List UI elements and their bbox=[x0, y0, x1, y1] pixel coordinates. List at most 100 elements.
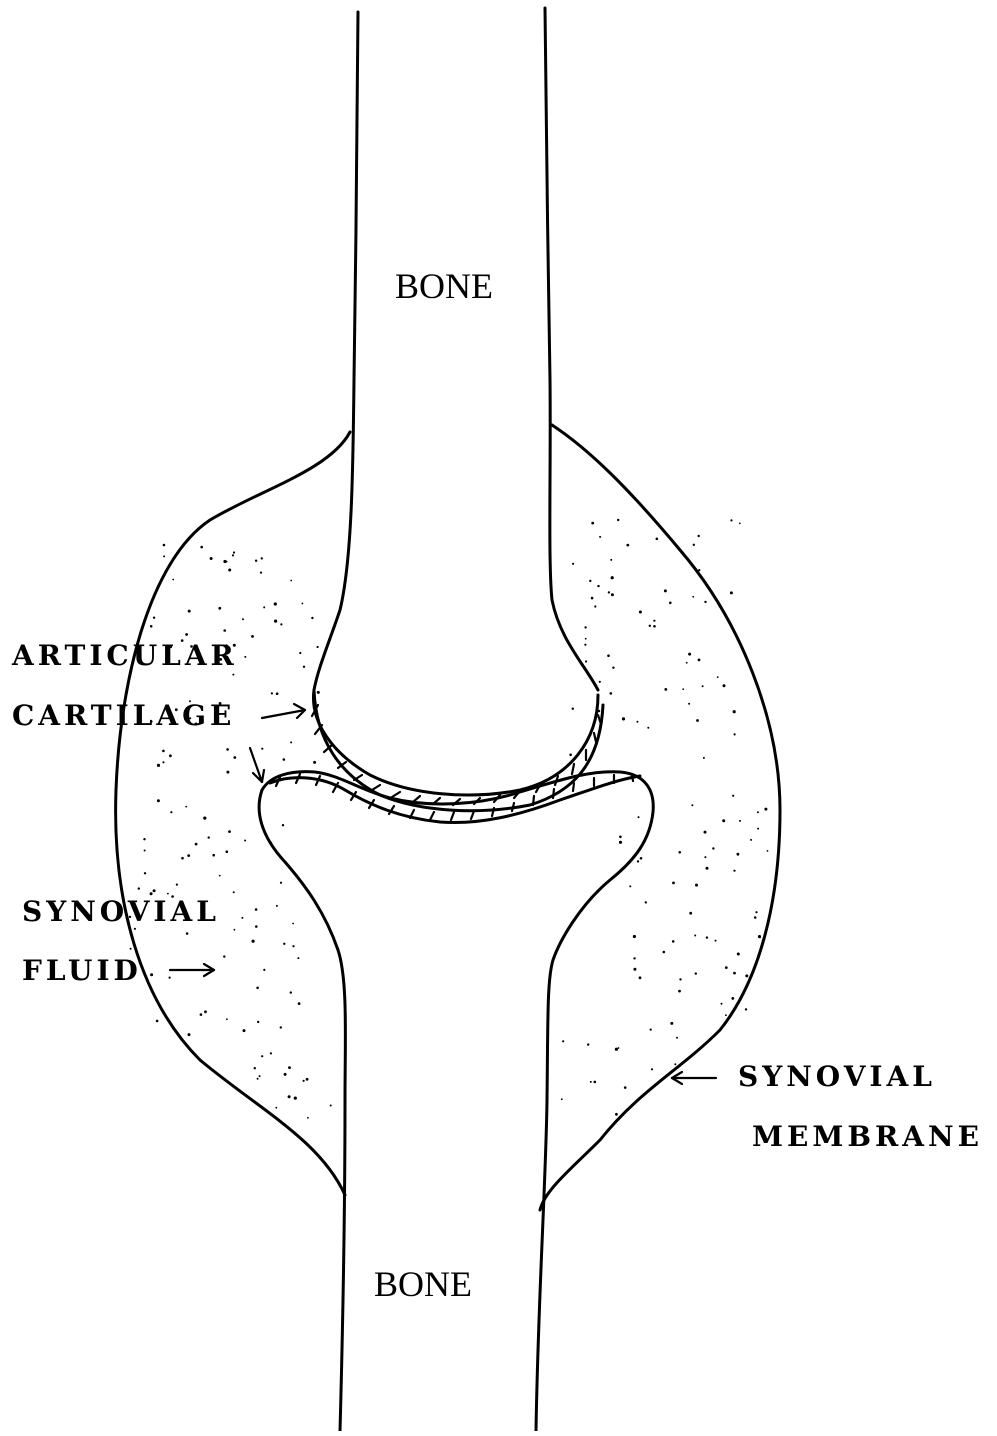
stipple-dot bbox=[610, 692, 613, 695]
stipple-dot bbox=[733, 870, 735, 872]
stipple-dot bbox=[639, 976, 642, 979]
stipple-dot bbox=[303, 1080, 305, 1082]
stipple-dot bbox=[282, 824, 284, 826]
stipple-dot bbox=[572, 563, 574, 565]
fluid-label-line1: SYNOVIAL bbox=[22, 898, 220, 926]
stipple-dot bbox=[587, 1043, 589, 1045]
stipple-dot bbox=[226, 748, 229, 751]
stipple-dot bbox=[200, 546, 203, 549]
stipple-dot bbox=[669, 602, 672, 605]
stipple-dot bbox=[722, 819, 725, 822]
stipple-dot bbox=[650, 1029, 652, 1031]
stipple-dot bbox=[758, 935, 761, 938]
stipple-dot bbox=[163, 544, 166, 547]
stipple-dot bbox=[255, 925, 258, 928]
stipple-dot bbox=[702, 685, 704, 687]
stipple-dot bbox=[330, 1105, 332, 1107]
stipple-dot bbox=[210, 557, 213, 560]
stipple-dot bbox=[640, 857, 643, 860]
stipple-dot bbox=[612, 667, 614, 669]
stipple-dot bbox=[307, 1117, 309, 1119]
stipple-dot bbox=[682, 688, 684, 690]
stipple-dot bbox=[569, 754, 572, 757]
stipple-dot bbox=[223, 560, 226, 563]
stipple-dot bbox=[734, 733, 736, 735]
stipple-dot bbox=[317, 646, 319, 648]
stipple-dot bbox=[594, 605, 596, 607]
cartilage-hatch-mark bbox=[573, 783, 574, 791]
stipple-dot bbox=[284, 1073, 287, 1076]
stipple-dot bbox=[172, 579, 174, 581]
stipple-dot bbox=[162, 761, 164, 763]
stipple-dot bbox=[170, 811, 172, 813]
articular-label-line1: ARTICULAR bbox=[12, 642, 238, 670]
stipple-dot bbox=[241, 917, 243, 919]
stipple-dot bbox=[169, 754, 172, 757]
stipple-dot bbox=[585, 638, 587, 640]
bone-top-label: BONE bbox=[395, 268, 493, 304]
stipple-dot bbox=[633, 968, 636, 971]
stipple-dot bbox=[283, 943, 285, 945]
stipple-dot bbox=[589, 580, 591, 582]
stipple-dot bbox=[594, 1081, 597, 1084]
stipple-dot bbox=[260, 572, 262, 574]
stipple-dot bbox=[733, 972, 736, 975]
stipple-dot bbox=[226, 850, 229, 853]
stipple-dot bbox=[226, 1018, 228, 1020]
stipple-dot bbox=[176, 884, 178, 886]
stipple-dot bbox=[689, 912, 692, 915]
stipple-dot bbox=[252, 940, 255, 943]
stipple-dot bbox=[263, 606, 265, 608]
stipple-dot bbox=[585, 660, 587, 662]
stipple-dot bbox=[703, 757, 705, 759]
stipple-dot bbox=[263, 969, 265, 971]
stipple-dot bbox=[188, 610, 191, 613]
stipple-dot bbox=[639, 611, 642, 614]
stipple-dot bbox=[745, 974, 748, 977]
stipple-dot bbox=[607, 654, 610, 657]
stipple-dot bbox=[730, 519, 732, 521]
lower-bone bbox=[259, 772, 653, 1431]
stipple-dot bbox=[599, 681, 601, 683]
stipple-dot bbox=[645, 901, 647, 903]
stipple-dot bbox=[712, 847, 714, 849]
stipple-dot bbox=[649, 625, 651, 627]
stipple-dot bbox=[302, 603, 304, 605]
stipple-dot bbox=[274, 602, 277, 605]
stipple-dot bbox=[204, 1010, 207, 1013]
stipple-dot bbox=[195, 843, 198, 846]
stipple-dot bbox=[755, 911, 757, 913]
cartilage-hatch-mark bbox=[632, 774, 633, 781]
stipple-dot bbox=[637, 860, 639, 862]
membrane-label-line2: MEMBRANE bbox=[752, 1123, 983, 1151]
stipple-dot bbox=[232, 674, 234, 676]
cartilage-hatch-mark bbox=[372, 785, 380, 790]
stipple-dot bbox=[280, 623, 282, 625]
stipple-dot bbox=[572, 708, 574, 710]
stipple-dot bbox=[619, 841, 622, 844]
stipple-dot bbox=[297, 957, 299, 959]
stipple-dot bbox=[688, 703, 690, 705]
stipple-dot bbox=[664, 688, 667, 691]
fluid-label-line2: FLUID bbox=[22, 957, 142, 985]
stipple-dot bbox=[737, 853, 740, 856]
stipple-dot bbox=[715, 940, 717, 942]
stipple-dot bbox=[618, 1047, 620, 1049]
stipple-dot bbox=[754, 916, 757, 919]
stipple-dot bbox=[257, 1021, 259, 1023]
stipple-dot bbox=[226, 771, 229, 774]
stipple-dot bbox=[615, 1048, 618, 1051]
stipple-dot bbox=[280, 882, 282, 884]
stipple-dot bbox=[292, 945, 294, 947]
stipple-dot bbox=[317, 691, 320, 694]
stipple-dot bbox=[737, 953, 740, 956]
stipple-dot bbox=[257, 1078, 259, 1080]
stipple-dot bbox=[244, 840, 246, 842]
membrane-label-line1: SYNOVIAL bbox=[738, 1063, 936, 1091]
stipple-dot bbox=[255, 908, 258, 911]
stipple-dot bbox=[698, 535, 700, 537]
cartilage-hatch-mark bbox=[598, 715, 601, 724]
stipple-dot bbox=[676, 1037, 678, 1039]
stipple-dot bbox=[157, 764, 160, 767]
stipple-dot bbox=[750, 839, 752, 841]
